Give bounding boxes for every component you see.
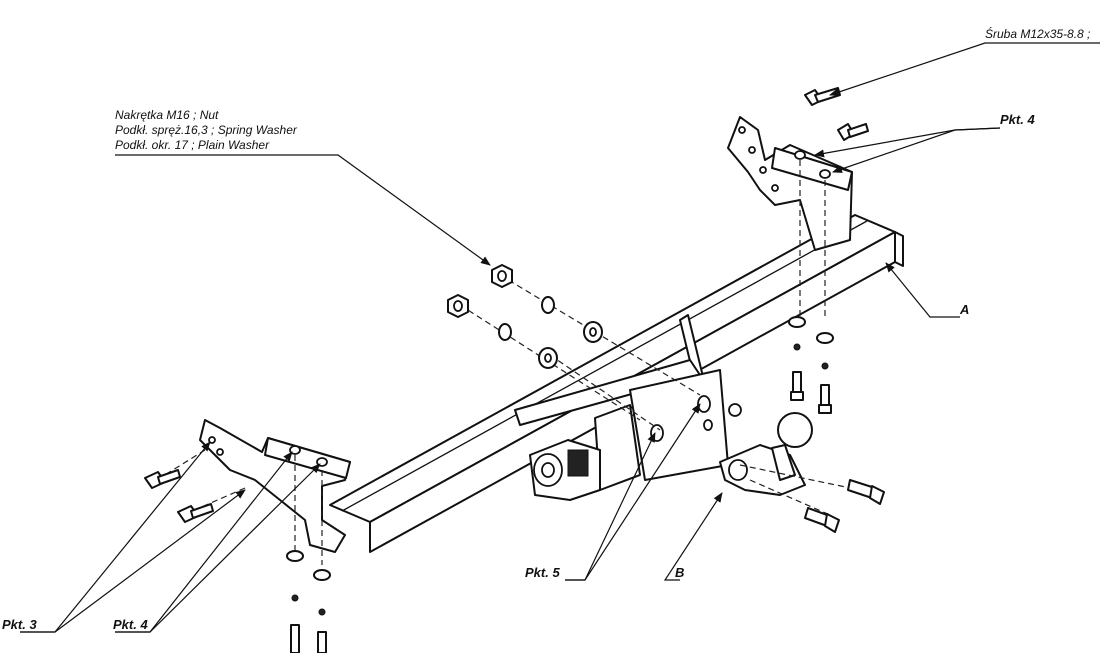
pkt4-top-label: Pkt. 4 [1000,112,1035,127]
plain-washer-icon [538,347,558,369]
nut-spec-line-2: Podkł. spręż.16,3 ; Spring Washer [115,123,298,137]
label-b: B [675,565,684,580]
bolt-icon [804,507,840,533]
nut-spec-line-1: Nakrętka M16 ; Nut [115,108,219,122]
pkt4-bottom-label: Pkt. 4 [113,617,148,632]
electrical-socket [529,439,601,501]
spring-washer-icon [541,296,555,314]
plain-washer-icon [583,321,603,343]
nut-washer-set [447,264,603,369]
assembly-lines [159,160,861,565]
left-lower-hardware [286,550,331,653]
label-a: A [959,302,969,317]
spring-washer-icon [498,323,512,341]
left-bracket [199,419,351,553]
nut-icon [447,294,469,318]
nut-icon [491,264,513,288]
leader-lines [20,42,1100,633]
bolt-spec-label: Śruba M12x35-8.8 ; [985,26,1090,41]
nut-spec-line-3: Podkł. okr. 17 ; Plain Washer [115,138,270,152]
bolt-icon [804,87,841,106]
pkt5-label: Pkt. 5 [525,565,560,580]
tow-ball [719,412,813,496]
right-lower-hardware [788,316,834,414]
bolt-icon [177,503,214,523]
pkt3-label: Pkt. 3 [2,617,37,632]
bolt-icon [847,479,885,505]
center-mounting-plate [514,314,742,491]
bolt-icon [144,469,181,489]
bolt-icon [837,123,869,141]
right-bracket [727,116,853,251]
